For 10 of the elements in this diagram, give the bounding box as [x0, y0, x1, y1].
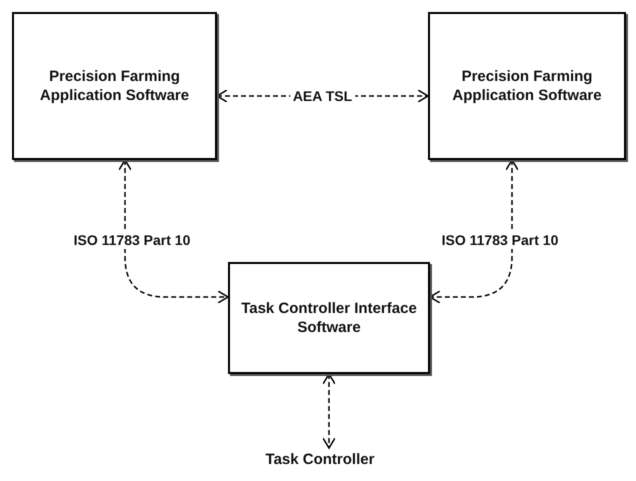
box-label: Task Controller Interface Software [240, 298, 418, 338]
process-box [12, 12, 217, 160]
box-label: Precision Farming Application Software [451, 66, 603, 106]
node-label: Task Controller [266, 450, 374, 470]
process-box [428, 12, 626, 160]
arrow [322, 373, 336, 449]
arrow [118, 159, 229, 304]
arrow [429, 159, 519, 304]
process-box [228, 262, 430, 374]
box-label: Precision Farming Application Software [38, 66, 190, 106]
